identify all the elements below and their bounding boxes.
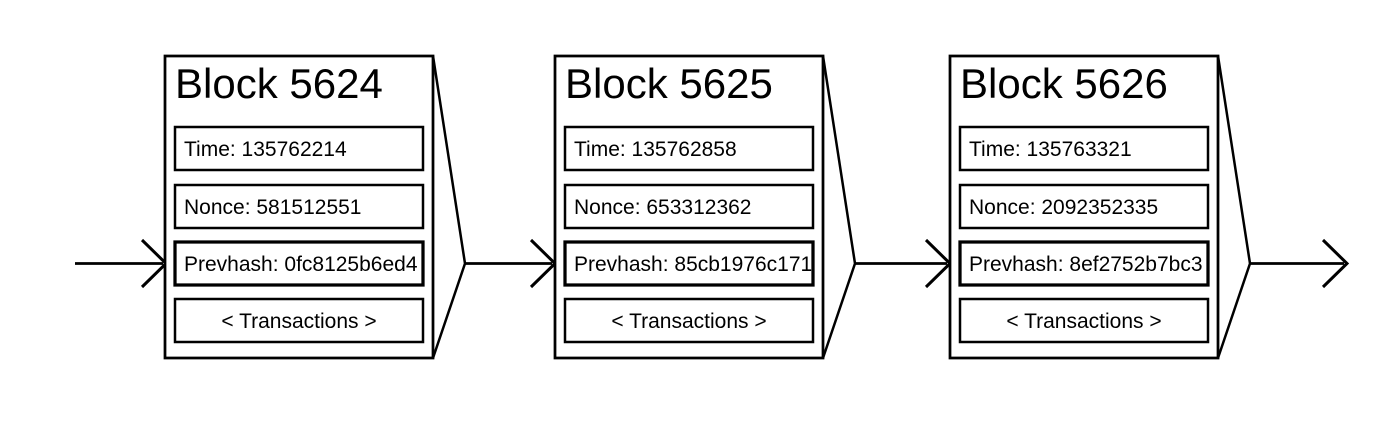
- nonce-field-text: Nonce: 581512551: [184, 196, 362, 219]
- transactions-field-text: < Transactions >: [221, 310, 376, 333]
- block-connector-funnel: [1216, 55, 1252, 359]
- block-connector-funnel: [431, 55, 467, 359]
- time-field-box: [563, 125, 815, 172]
- prevhash-field-box: [173, 240, 425, 287]
- nonce-field-text: Nonce: 2092352335: [969, 196, 1158, 219]
- transactions-field-text: < Transactions >: [611, 310, 766, 333]
- block-title: Block 5626: [960, 60, 1168, 107]
- prevhash-field-text: Prevhash: 0fc8125b6ed4: [184, 253, 418, 276]
- block-card: Block 5624 Time: 135762214 Nonce: 581512…: [163, 54, 467, 360]
- block-card: Block 5626 Time: 135763321 Nonce: 209235…: [948, 54, 1252, 360]
- prevhash-field-text: Prevhash: 8ef2752b7bc3: [969, 253, 1203, 276]
- block-connector-funnel: [821, 55, 857, 359]
- chain-arrow: [465, 238, 558, 289]
- time-field-text: Time: 135762214: [184, 138, 347, 161]
- transactions-field-box: [173, 297, 425, 344]
- time-field-text: Time: 135763321: [969, 138, 1132, 161]
- nonce-field-box: [958, 183, 1210, 230]
- time-field-box: [173, 125, 425, 172]
- prevhash-field-box: [958, 240, 1210, 287]
- prevhash-field-box: [563, 240, 815, 287]
- nonce-field-box: [563, 183, 815, 230]
- nonce-field-text: Nonce: 653312362: [574, 196, 752, 219]
- chain-arrow-head: [1321, 238, 1350, 289]
- block-title: Block 5624: [175, 60, 383, 107]
- chain-arrow: [855, 238, 953, 289]
- transactions-field-box: [563, 297, 815, 344]
- chain-arrow-outgoing: [1250, 238, 1350, 289]
- block-title: Block 5625: [565, 60, 773, 107]
- block-card: Block 5625 Time: 135762858 Nonce: 653312…: [553, 54, 857, 360]
- time-field-text: Time: 135762858: [574, 138, 737, 161]
- prevhash-field-text: Prevhash: 85cb1976c171: [574, 253, 812, 276]
- transactions-field-box: [958, 297, 1210, 344]
- transactions-field-text: < Transactions >: [1006, 310, 1161, 333]
- nonce-field-box: [173, 183, 425, 230]
- time-field-box: [958, 125, 1210, 172]
- chain-arrow-incoming: [75, 238, 169, 289]
